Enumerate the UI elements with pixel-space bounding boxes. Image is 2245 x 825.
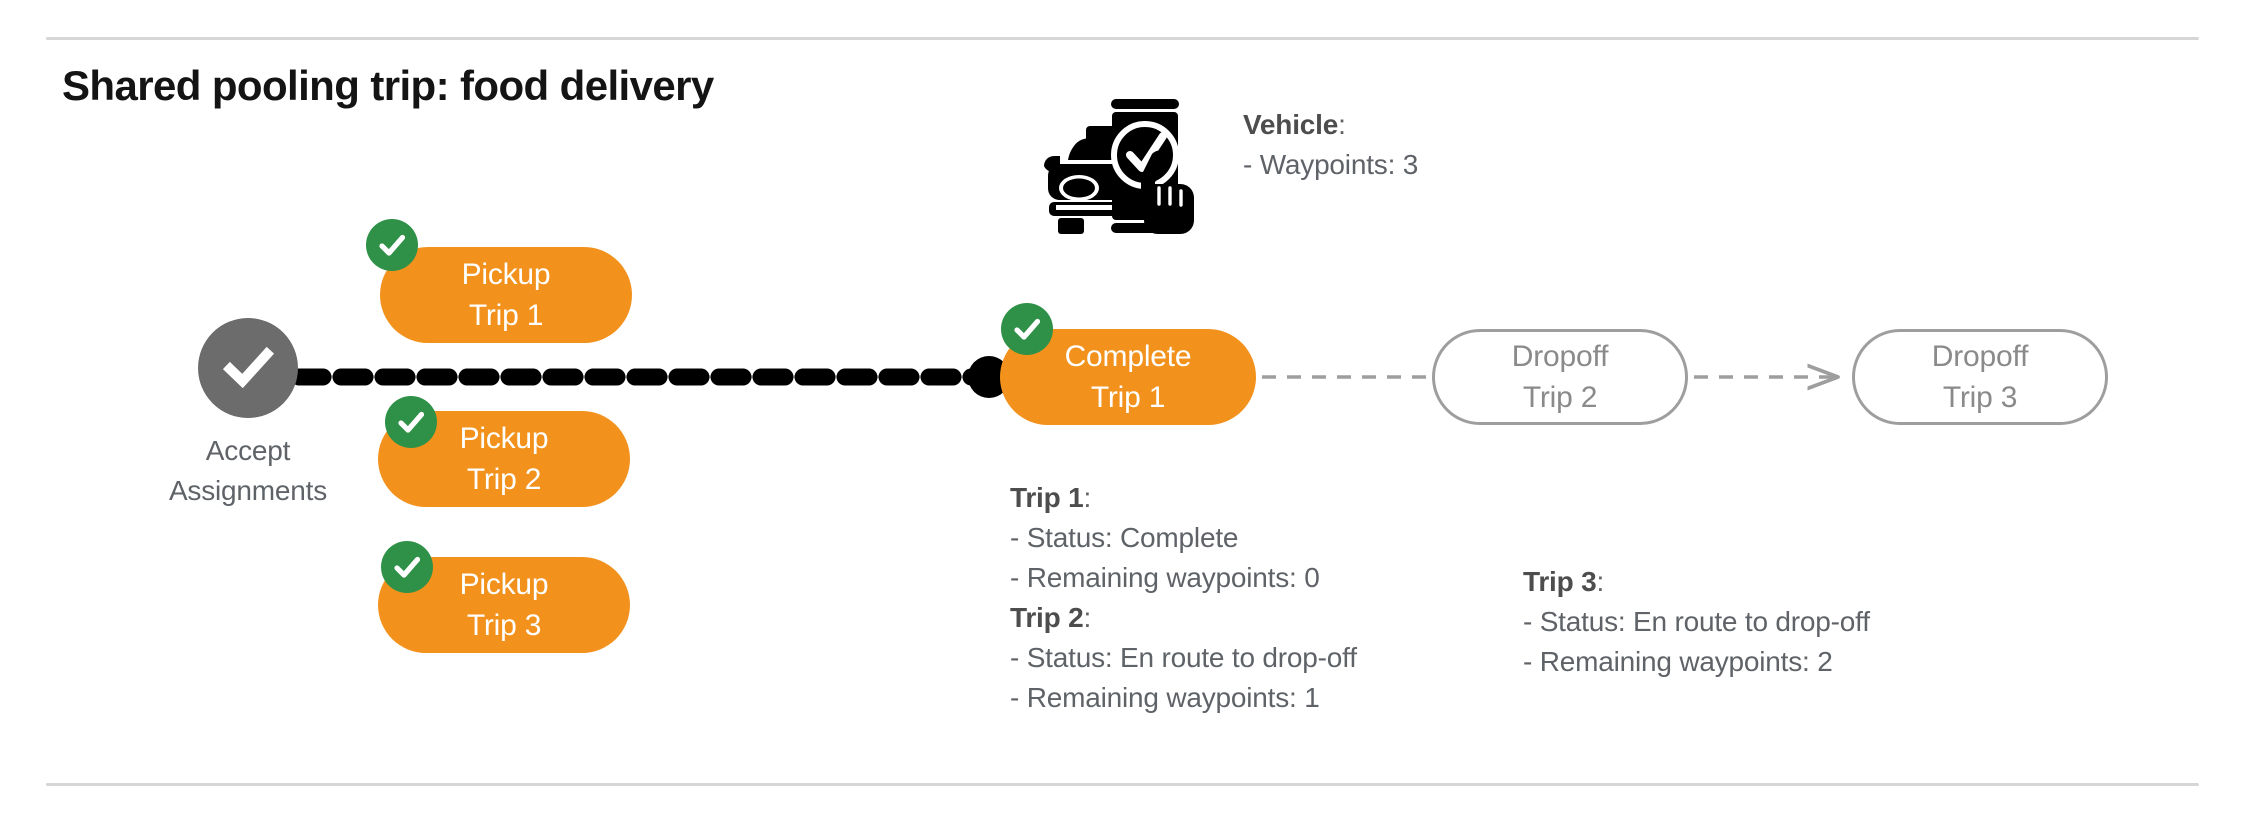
- pill-dropoff-2-line1: Dropoff: [1511, 340, 1609, 373]
- trip-details-left-column: Trip 1: - Status: Complete - Remaining w…: [1010, 478, 1357, 718]
- bottom-divider: [46, 783, 2199, 786]
- trip-1-heading-line: Trip 1:: [1010, 478, 1357, 518]
- top-divider: [46, 37, 2199, 40]
- trip-2-heading: Trip 2: [1010, 602, 1084, 633]
- trip-3-status: - Status: En route to drop-off: [1523, 606, 1870, 637]
- pill-pickup-2-line1: Pickup: [459, 422, 549, 455]
- pill-pickup-2-line2: Trip 2: [466, 463, 542, 496]
- check-badge-icon-pickup-2: [385, 396, 437, 448]
- trip-2-remaining-waypoints: - Remaining waypoints: 1: [1010, 682, 1320, 713]
- accept-label-line2: Assignments: [168, 475, 328, 506]
- trip-details-right-column: Trip 3: - Status: En route to drop-off -…: [1523, 562, 1870, 682]
- check-badge-icon-pickup-3: [381, 541, 433, 593]
- vehicle-info-heading: Vehicle: [1243, 109, 1339, 140]
- vehicle-info-detail: - Waypoints: 3: [1243, 149, 1419, 180]
- pill-pickup-trip-2[interactable]: Pickup Trip 2: [378, 411, 630, 507]
- pill-dropoff-2-line2: Trip 2: [1522, 381, 1598, 414]
- pill-pickup-1-line2: Trip 1: [468, 299, 544, 332]
- page-title: Shared pooling trip: food delivery: [62, 62, 714, 109]
- trip-1-remaining-waypoints: - Remaining waypoints: 0: [1010, 562, 1320, 593]
- pill-dropoff-trip-2[interactable]: Dropoff Trip 2: [1432, 329, 1688, 425]
- trip-3-heading-line: Trip 3:: [1523, 562, 1870, 602]
- trip-1-status: - Status: Complete: [1010, 522, 1239, 553]
- trip-2-heading-line: Trip 2:: [1010, 598, 1357, 638]
- car-phone-check-icon: [1036, 88, 1206, 240]
- pill-pickup-3-line1: Pickup: [459, 568, 549, 601]
- pill-pickup-trip-1[interactable]: Pickup Trip 1: [380, 247, 632, 343]
- trip-3-heading-suffix: :: [1596, 566, 1605, 597]
- accept-assignments-label: Accept Assignments: [153, 431, 343, 511]
- vehicle-info-heading-line: Vehicle:: [1243, 105, 1418, 145]
- pill-complete-line1: Complete: [1064, 340, 1192, 373]
- trip-1-heading-suffix: :: [1083, 482, 1092, 513]
- check-badge-icon-pickup-1: [366, 219, 418, 271]
- pill-pickup-3-line2: Trip 3: [466, 609, 542, 642]
- trip-2-heading-suffix: :: [1083, 602, 1092, 633]
- vehicle-info-heading-suffix: :: [1338, 109, 1346, 140]
- pill-dropoff-3-line2: Trip 3: [1942, 381, 2018, 414]
- trip-2-status: - Status: En route to drop-off: [1010, 642, 1357, 673]
- trip-1-heading: Trip 1: [1010, 482, 1084, 513]
- pill-pickup-1-line1: Pickup: [461, 258, 551, 291]
- vehicle-info-block: Vehicle: - Waypoints: 3: [1243, 105, 1418, 185]
- accept-label-line1: Accept: [205, 435, 291, 466]
- trip-3-heading: Trip 3: [1523, 566, 1597, 597]
- check-badge-icon-complete-trip-1: [1001, 303, 1053, 355]
- pill-dropoff-trip-3[interactable]: Dropoff Trip 3: [1852, 329, 2108, 425]
- check-circle-icon: [198, 318, 298, 418]
- pill-dropoff-3-line1: Dropoff: [1931, 340, 2029, 373]
- accept-assignments-node[interactable]: Accept Assignments: [153, 318, 343, 511]
- pill-complete-line2: Trip 1: [1090, 381, 1166, 414]
- trip-3-remaining-waypoints: - Remaining waypoints: 2: [1523, 646, 1833, 677]
